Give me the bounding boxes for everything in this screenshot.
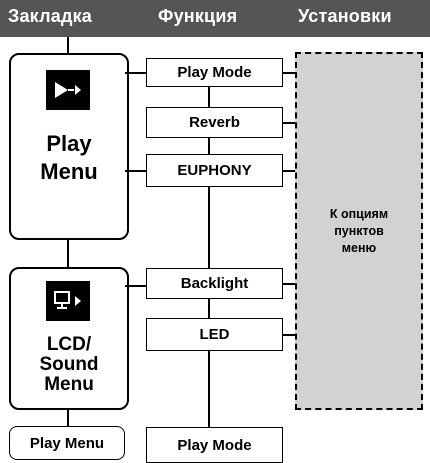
settings-panel: К опциям пунктов меню (295, 52, 423, 410)
function-reverb[interactable]: Reverb (146, 107, 283, 138)
header-tab-column: Закладка (8, 6, 93, 26)
connector-line (283, 334, 295, 336)
play-tab-icon (46, 70, 90, 110)
connector-line (208, 350, 210, 427)
bottom-play-menu-tab[interactable]: Play Menu (9, 426, 125, 460)
connector-line (125, 285, 148, 287)
connector-line (283, 72, 295, 74)
settings-panel-text: К опциям пунктов меню (329, 207, 389, 255)
header-function-column: Функция (158, 6, 238, 26)
header-settings-column: Установки (298, 6, 392, 26)
connector-line (208, 137, 210, 154)
function-led[interactable]: LED (146, 318, 283, 351)
lcd-sound-tab-icon (46, 281, 90, 321)
connector-line (208, 298, 210, 318)
connector-line (67, 37, 69, 53)
play-menu-title: Play Menu (40, 131, 98, 184)
function-backlight[interactable]: Backlight (146, 268, 283, 299)
header-bar: Закладка Функция Установки (0, 0, 430, 37)
function-play-mode[interactable]: Play Mode (146, 58, 283, 87)
connector-line (125, 72, 148, 74)
connector-line (283, 283, 295, 285)
connector-line (283, 170, 295, 172)
connector-line (67, 406, 69, 426)
function-euphony[interactable]: EUPHONY (146, 154, 283, 187)
connector-line (125, 170, 148, 172)
lcd-sound-menu-title: LCD/ Sound Menu (39, 334, 99, 395)
bottom-function-play-mode[interactable]: Play Mode (146, 427, 283, 463)
connector-line (208, 186, 210, 268)
connector-line (283, 122, 295, 124)
connector-line (67, 239, 69, 267)
lcd-sound-menu-tab[interactable]: LCD/ Sound Menu (9, 267, 129, 410)
play-menu-tab[interactable]: Play Menu (9, 53, 129, 240)
connector-line (208, 85, 210, 108)
